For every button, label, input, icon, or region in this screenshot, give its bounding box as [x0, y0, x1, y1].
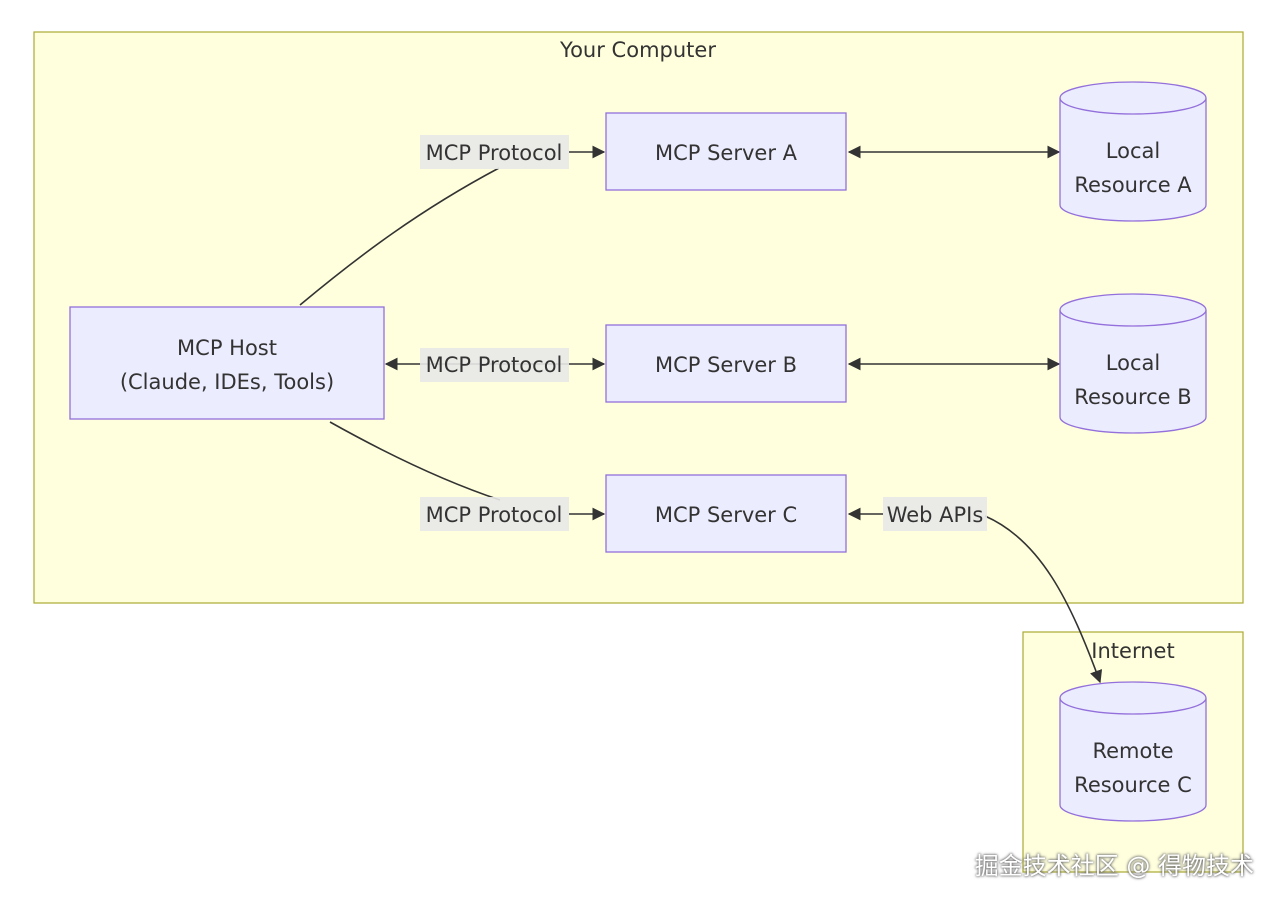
svg-text:MCP Protocol: MCP Protocol: [426, 503, 563, 527]
svg-text:MCP Host: MCP Host: [177, 336, 277, 360]
svg-text:MCP Server B: MCP Server B: [655, 353, 797, 377]
node-local-resource-b: Local Resource B: [1059, 293, 1207, 434]
node-remote-resource-c: Remote Resource C: [1059, 681, 1207, 822]
edge-label-host-c: MCP Protocol: [420, 497, 569, 531]
svg-text:Resource A: Resource A: [1074, 173, 1192, 197]
edge-label-web-apis: Web APIs: [883, 497, 987, 531]
node-mcp-server-b: MCP Server B: [605, 324, 847, 403]
svg-text:MCP Server C: MCP Server C: [655, 503, 797, 527]
watermark: 掘金技术社区 @ 得物技术: [974, 852, 1254, 880]
svg-text:MCP Protocol: MCP Protocol: [426, 353, 563, 377]
svg-text:Local: Local: [1106, 139, 1160, 163]
node-mcp-host: MCP Host (Claude, IDEs, Tools): [69, 306, 385, 420]
cluster-title-internet: Internet: [1091, 639, 1174, 663]
node-local-resource-a: Local Resource A: [1059, 81, 1207, 222]
edge-label-host-a: MCP Protocol: [420, 135, 569, 169]
svg-text:Resource B: Resource B: [1074, 385, 1191, 409]
svg-text:Web APIs: Web APIs: [887, 503, 984, 527]
svg-text:Resource C: Resource C: [1074, 773, 1192, 797]
svg-text:MCP Server A: MCP Server A: [655, 141, 798, 165]
edge-webapis-remote-curve: [984, 515, 1103, 684]
cluster-title-your-computer: Your Computer: [559, 38, 716, 62]
svg-text:(Claude, IDEs, Tools): (Claude, IDEs, Tools): [120, 370, 334, 394]
node-mcp-server-a: MCP Server A: [605, 112, 847, 191]
svg-text:Local: Local: [1106, 351, 1160, 375]
edge-label-host-b: MCP Protocol: [420, 348, 569, 382]
svg-text:MCP Protocol: MCP Protocol: [426, 141, 563, 165]
edge-host-server-c: [329, 421, 604, 514]
svg-text:Remote: Remote: [1092, 739, 1173, 763]
node-mcp-server-c: MCP Server C: [605, 474, 847, 553]
edge-host-server-a: [299, 152, 604, 306]
